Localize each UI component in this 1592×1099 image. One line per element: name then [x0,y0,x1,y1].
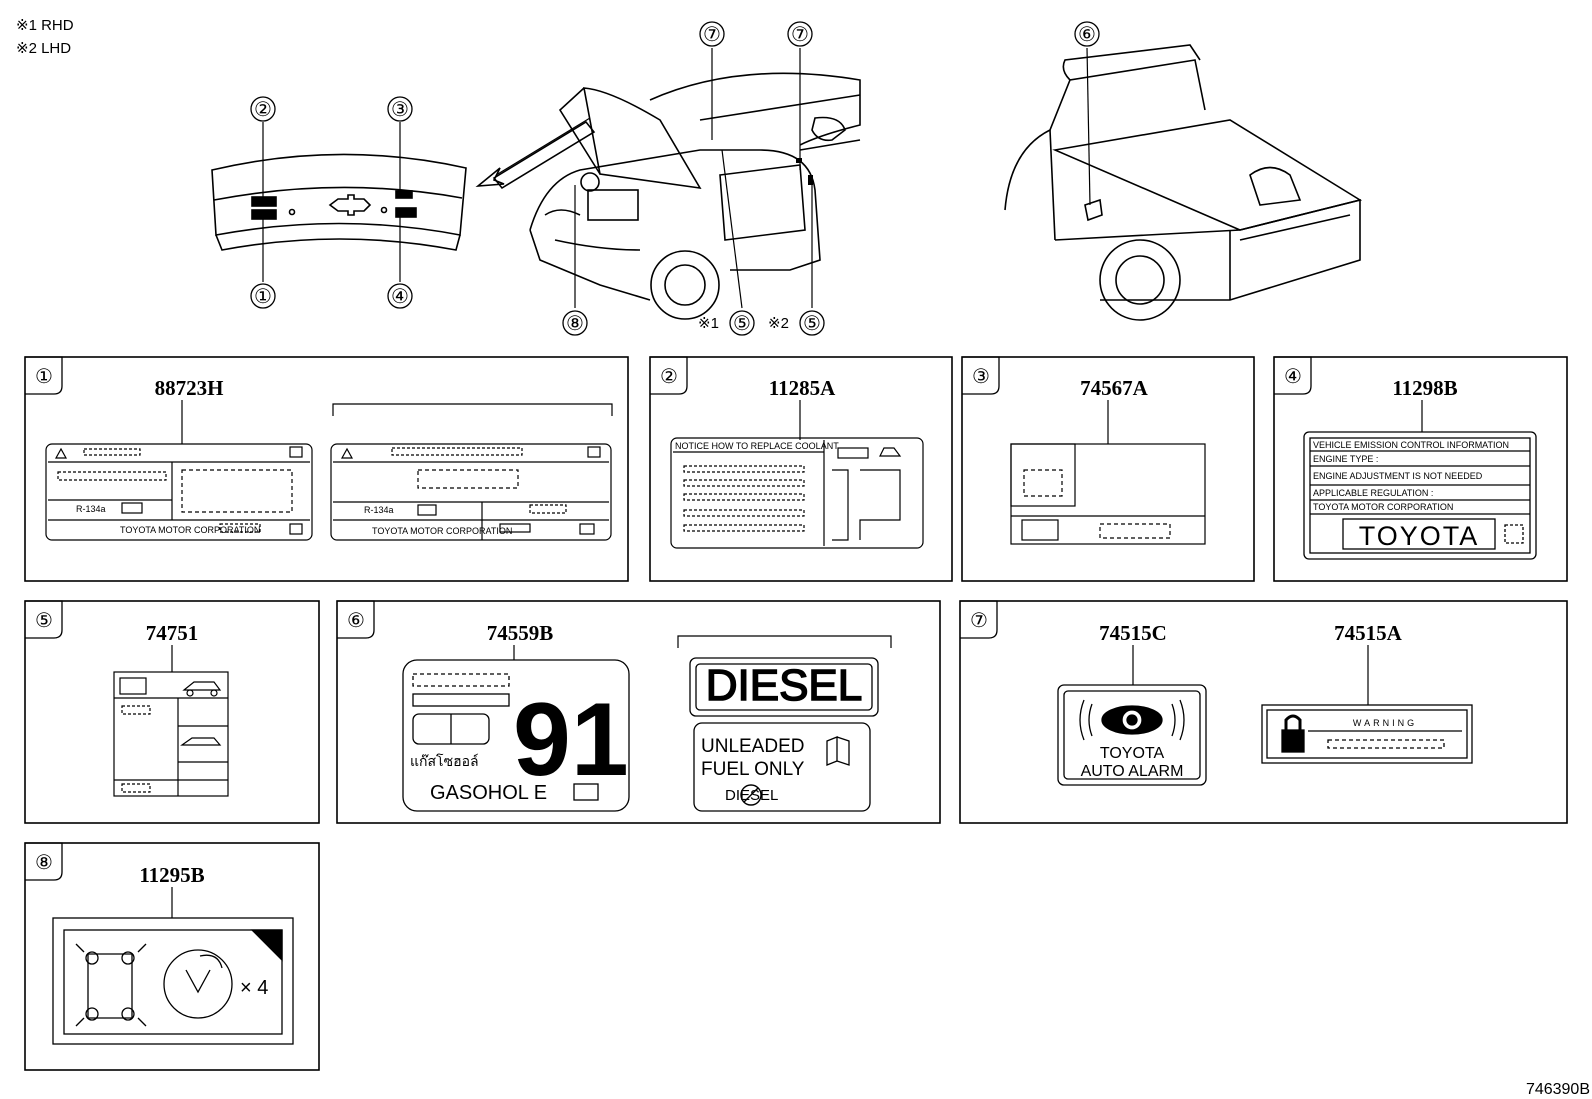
part-74567A: 74567A [1080,376,1149,400]
figure-id: 746390B [1526,1081,1590,1098]
panel-2: ② 11285A NOTICE HOW TO REPLACE COOLANT [649,356,953,582]
ac-label-a [45,443,313,541]
hood-underside-illustration [211,117,596,251]
svg-text:⑥: ⑥ [1078,24,1096,46]
toyota-brand: TOYOTA [1359,521,1480,551]
panel-4-callout: ④ [1284,366,1302,388]
warning-lock-label [1261,704,1473,764]
svg-text:VEHICLE EMISSION CONTROL INFOR: VEHICLE EMISSION CONTROL INFORMATION [1313,440,1509,450]
svg-text:APPLICABLE REGULATION :: APPLICABLE REGULATION : [1313,488,1433,498]
callout-7a-top: ⑦ [699,21,725,47]
part-11295B: 11295B [139,863,204,887]
svg-text:⑤: ⑤ [803,313,821,335]
times-four: × 4 [240,977,268,999]
octane-number: 91 [513,682,629,798]
part-11298B: 11298B [1392,376,1457,400]
diesel-label [689,657,879,717]
svg-text:ENGINE TYPE :: ENGINE TYPE : [1313,454,1378,464]
unleaded-label [693,722,871,812]
panel-6-callout: ⑥ [347,610,365,632]
svg-text:TOYOTA MOTOR CORPORATION: TOYOTA MOTOR CORPORATION [1313,502,1453,512]
part-74515C: 74515C [1099,621,1167,645]
battery-clamp-label [52,917,294,1045]
callouts-top: ② ① ③ ④ ⑦ ⑦ ⑧ ※1 ⑤ ※2 ⑤ ⑥ [250,21,1100,336]
panel-5-callout: ⑤ [35,610,53,632]
svg-text:①: ① [254,286,272,308]
auto-alarm-label [1057,684,1207,786]
tire-label [113,671,229,797]
panel-1: ① 88723H R-134a TOYOTA MOTOR CORPORATION [24,356,629,582]
svg-text:⑦: ⑦ [703,24,721,46]
emission-label [1303,431,1537,560]
callout-2-top: ② [250,96,276,122]
callout-5-rhd: ⑤ [729,310,755,336]
panel-3: ③ 74567A [961,356,1255,582]
panel-6: ⑥ 74559B 91 แก๊สโซฮอล์ GASOHOL E DIESEL … [336,600,941,824]
warning-text: WARNING [1353,718,1417,728]
rear-leader-lines [1086,47,1091,206]
fuel-label-91 [402,659,630,812]
part-74751: 74751 [146,621,199,645]
diesel-small-text: DIESEL [725,787,778,804]
front-truck-illustration [529,72,861,320]
panel-5: ⑤ 74751 [24,600,320,824]
panel-7-callout: ⑦ [970,610,988,632]
part-74515A: 74515A [1334,621,1403,645]
svg-text:ENGINE ADJUSTMENT IS NOT NEEDE: ENGINE ADJUSTMENT IS NOT NEEDED [1313,471,1483,481]
svg-text:R-134a: R-134a [76,504,106,514]
svg-text:TOYOTA MOTOR CORPORATION: TOYOTA MOTOR CORPORATION [120,525,260,535]
callout-8-top: ⑧ [562,310,588,336]
panel-8-callout: ⑧ [35,852,53,874]
part-74559B: 74559B [487,621,554,645]
svg-text:R-134a: R-134a [364,505,394,515]
callout-5-rhd-prefix: ※1 [698,315,719,332]
callout-5-lhd: ⑤ [799,310,825,336]
alarm-text-2: AUTO ALARM [1081,763,1184,780]
svg-text:⑧: ⑧ [566,313,584,335]
svg-text:④: ④ [391,286,409,308]
gasohol-text: GASOHOL E [430,782,547,804]
note-lhd: ※2 LHD [16,40,71,57]
svg-text:③: ③ [391,99,409,121]
callout-3-top: ③ [387,96,413,122]
coolant-label [670,437,924,549]
ac-label-b [330,443,612,541]
unleaded-text-1: UNLEADED [701,736,804,757]
hood-leader-lines [262,122,401,282]
note-rhd: ※1 RHD [16,17,74,34]
svg-text:⑦: ⑦ [791,24,809,46]
callout-5-lhd-prefix: ※2 [768,315,789,332]
callout-1-top: ① [250,283,276,309]
label-74567A [1010,443,1206,545]
svg-text:NOTICE HOW TO REPLACE COOLANT: NOTICE HOW TO REPLACE COOLANT [675,441,839,451]
svg-text:TOYOTA MOTOR CORPORATION: TOYOTA MOTOR CORPORATION [372,526,512,536]
rear-truck-illustration [1004,44,1363,321]
unleaded-text-2: FUEL ONLY [701,759,805,780]
svg-text:⑤: ⑤ [733,313,751,335]
panel-3-callout: ③ [972,366,990,388]
front-leader-lines [574,48,813,309]
callout-7b-top: ⑦ [787,21,813,47]
panel-1-callout: ① [35,366,53,388]
diesel-text: DIESEL [706,661,863,710]
svg-text:②: ② [254,99,272,121]
thai-gasohol: แก๊สโซฮอล์ [410,753,479,769]
panel-2-callout: ② [660,366,678,388]
part-11285A: 11285A [769,376,836,400]
alarm-text-1: TOYOTA [1100,745,1165,762]
part-88723H: 88723H [155,376,224,400]
panel-7: ⑦ 74515C 74515A TOYOTA AUTO ALARM WARNIN… [959,600,1568,824]
callout-4-top: ④ [387,283,413,309]
panel-8: ⑧ 11295B × 4 [24,842,320,1071]
panel-4: ④ 11298B VEHICLE EMISSION CONTROL INFORM… [1273,356,1568,582]
callout-6-top: ⑥ [1074,21,1100,47]
